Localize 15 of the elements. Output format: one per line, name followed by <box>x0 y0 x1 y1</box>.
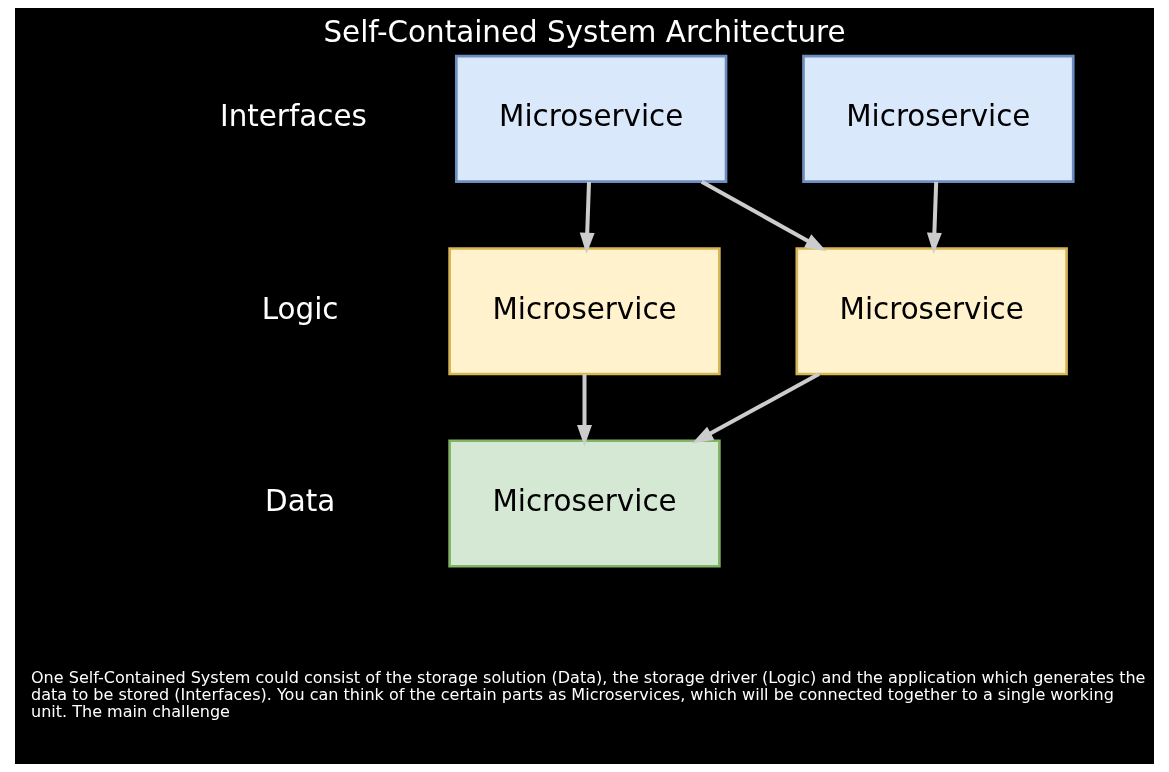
label: Logic <box>261 291 339 326</box>
arrow <box>700 180 827 252</box>
caption: One Self-Contained System could consist of the storage solution (Data), the storage driver (Logic) and the application which generates the data to be stored (Interfaces). You can think of the certain parts as Microservices, which will be connected together to a single working unit. The main challenge <box>31 667 1146 722</box>
node-box: Microservice <box>448 247 721 376</box>
label: Interfaces <box>220 99 367 134</box>
arrow <box>577 374 592 447</box>
arrow <box>579 181 595 255</box>
node-box: Microservice <box>454 54 728 184</box>
label: Data <box>265 483 336 518</box>
node-box: Microservice <box>802 54 1075 184</box>
node-box: Microservice <box>448 439 721 568</box>
node-box: Microservice <box>795 247 1068 376</box>
arrow <box>691 372 820 444</box>
arrow <box>926 181 942 255</box>
diagram-title: Self-Contained System Architecture <box>323 15 846 50</box>
